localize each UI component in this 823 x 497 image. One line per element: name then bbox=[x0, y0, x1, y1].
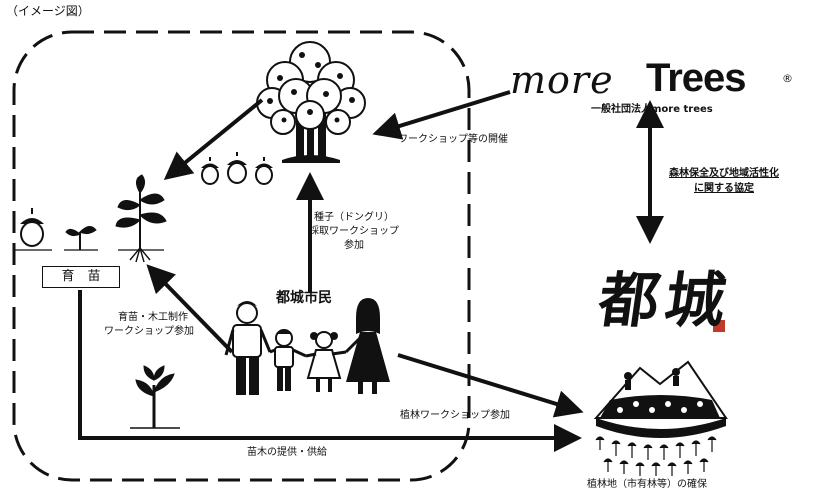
sprout-icon bbox=[64, 226, 98, 251]
label-seed-collect-2: 採取ワークショップ bbox=[309, 226, 399, 237]
label-planting-site: 植林地（市有林等）の確保 bbox=[587, 479, 707, 490]
label-nursery-ws-1: 育苗・木工制作 bbox=[118, 312, 188, 323]
more-trees-logo: more Trees ® bbox=[510, 56, 793, 102]
org-name: 一般社団法人more trees bbox=[591, 104, 713, 115]
arrow-more-trees-to-tree bbox=[372, 90, 511, 140]
label-nursery-ws-2: ワークショップ参加 bbox=[104, 326, 194, 337]
label-seed-collect-3: 参加 bbox=[344, 240, 364, 251]
label-workshop-events: ワークショップ等の開催 bbox=[398, 134, 508, 145]
arrow-nursery-to-planting bbox=[78, 290, 582, 452]
city-calligraphy: 都城 bbox=[594, 266, 737, 336]
citizens-label: 都城市民 bbox=[276, 290, 332, 306]
sapling-icon bbox=[130, 365, 180, 429]
arrow-citizens-to-seedling bbox=[146, 264, 234, 354]
arrow-citizens-to-planting bbox=[397, 353, 584, 418]
acorn-icon bbox=[14, 208, 52, 251]
label-seed-collect-1: 種子（ドングリ） bbox=[314, 212, 394, 223]
agreement-line2: に関する協定 bbox=[694, 183, 754, 194]
page-title: （イメージ図） bbox=[6, 4, 90, 18]
arrow-tree-to-seedling bbox=[163, 98, 264, 181]
family-icon bbox=[224, 298, 390, 395]
oak-seedling-icon bbox=[115, 174, 167, 263]
planting-site-icon bbox=[593, 360, 728, 476]
oak-tree-icon bbox=[256, 41, 366, 163]
citizen-activity-boundary bbox=[12, 30, 471, 482]
acorns-icon bbox=[201, 152, 273, 185]
label-seedling-supply: 苗木の提供・供給 bbox=[247, 447, 327, 458]
agreement-line1: 森林保全及び地域活性化 bbox=[669, 168, 779, 179]
seedling-nursery-box: 育 苗 bbox=[42, 266, 120, 288]
label-planting-ws: 植林ワークショップ参加 bbox=[400, 410, 510, 421]
seal-stamp-icon bbox=[713, 320, 725, 332]
